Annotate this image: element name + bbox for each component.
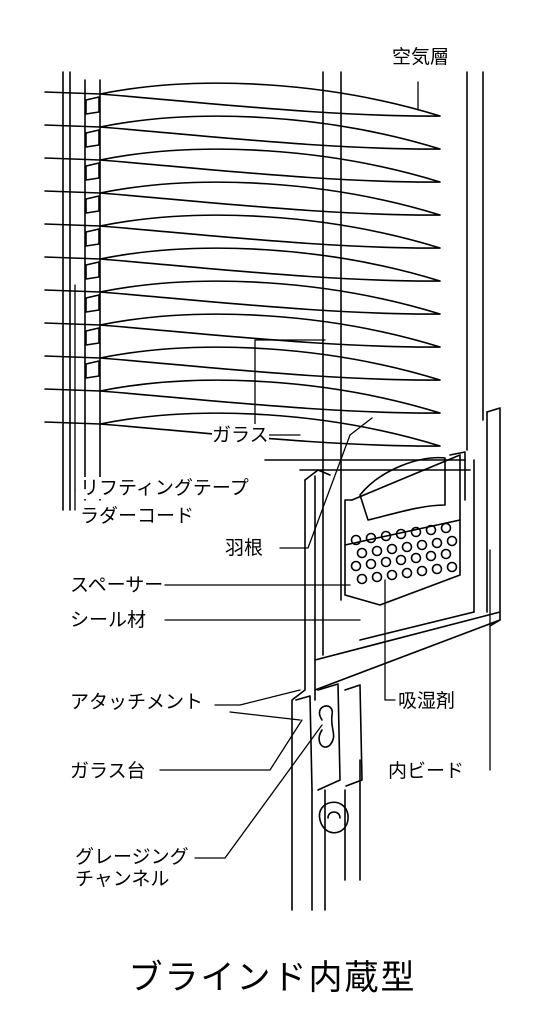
desiccant-bead <box>446 561 458 573</box>
label-attachment: アタッチメント <box>70 691 204 713</box>
desiccant-bead <box>371 571 383 583</box>
blind-slat <box>45 116 440 149</box>
label-glazing-channel-line1: グレージング <box>75 846 189 868</box>
lifting-tape-windows <box>86 97 99 378</box>
blind-slat <box>45 215 440 248</box>
desiccant-bead <box>431 537 443 549</box>
label-ladder-cord: ラダーコード <box>80 505 195 527</box>
blind-slat <box>45 314 440 347</box>
glass-panes <box>323 72 483 655</box>
desiccant-bead <box>371 545 383 557</box>
desiccant-bead <box>365 558 377 570</box>
frame-lines <box>265 460 470 470</box>
desiccant-bead <box>425 524 437 536</box>
desiccant-bead <box>365 532 377 544</box>
blind-slat <box>45 149 440 182</box>
desiccant-bead <box>386 543 398 555</box>
desiccant-bead <box>386 569 398 581</box>
blind-slat <box>45 182 440 215</box>
leader-lines <box>75 82 490 858</box>
ladder-cord-lines <box>63 72 100 510</box>
diagram-caption: ブラインド内蔵型 <box>128 958 417 998</box>
label-lifting-tape: リフティングテープ <box>80 477 249 499</box>
desiccant-bead <box>356 573 368 585</box>
desiccant-bead <box>395 528 407 540</box>
blind-slat <box>45 83 440 116</box>
desiccant-bead <box>401 567 413 579</box>
lifting-tape-window <box>86 328 99 345</box>
desiccant-bead <box>401 541 413 553</box>
lifting-tape-window <box>86 196 99 213</box>
desiccant-bead <box>440 522 452 534</box>
desiccant-bead <box>350 560 362 572</box>
desiccant-bead <box>440 548 452 560</box>
desiccant-bead <box>380 556 392 568</box>
desiccant-bead <box>380 530 392 542</box>
desiccant-beads <box>350 522 458 585</box>
desiccant-bead <box>446 535 458 547</box>
label-slat: 羽根 <box>225 537 264 559</box>
lifting-tape-window <box>86 295 99 312</box>
lifting-tape-window <box>86 97 99 114</box>
desiccant-bead <box>350 534 362 546</box>
lifting-tape-window <box>86 361 99 378</box>
desiccant-bead <box>395 554 407 566</box>
label-glazing-channel-line2: チャンネル <box>75 868 170 890</box>
desiccant-bead <box>356 547 368 559</box>
label-glass-base: ガラス台 <box>70 760 146 782</box>
blind-slat <box>45 281 440 314</box>
lifting-tape-window <box>86 130 99 147</box>
lifting-tape-window <box>86 229 99 246</box>
blind-slat <box>45 248 440 281</box>
blind-slat <box>45 380 440 413</box>
blind-slats <box>45 83 440 446</box>
label-seal-material: シール材 <box>70 609 147 631</box>
label-spacer: スペーサー <box>70 574 164 596</box>
desiccant-bead <box>431 563 443 575</box>
desiccant-bead <box>410 552 422 564</box>
desiccant-bead <box>416 539 428 551</box>
blind-slat <box>45 347 440 380</box>
label-inner-bead: 内ビード <box>388 760 465 782</box>
desiccant-bead <box>416 565 428 577</box>
lifting-tape-window <box>86 163 99 180</box>
desiccant-bead <box>410 526 422 538</box>
label-glass: ガラス <box>212 424 269 446</box>
desiccant-bead <box>425 550 437 562</box>
lifting-tape-window <box>86 262 99 279</box>
label-desiccant: 吸湿剤 <box>398 690 456 712</box>
label-air-layer: 空気層 <box>392 46 450 68</box>
